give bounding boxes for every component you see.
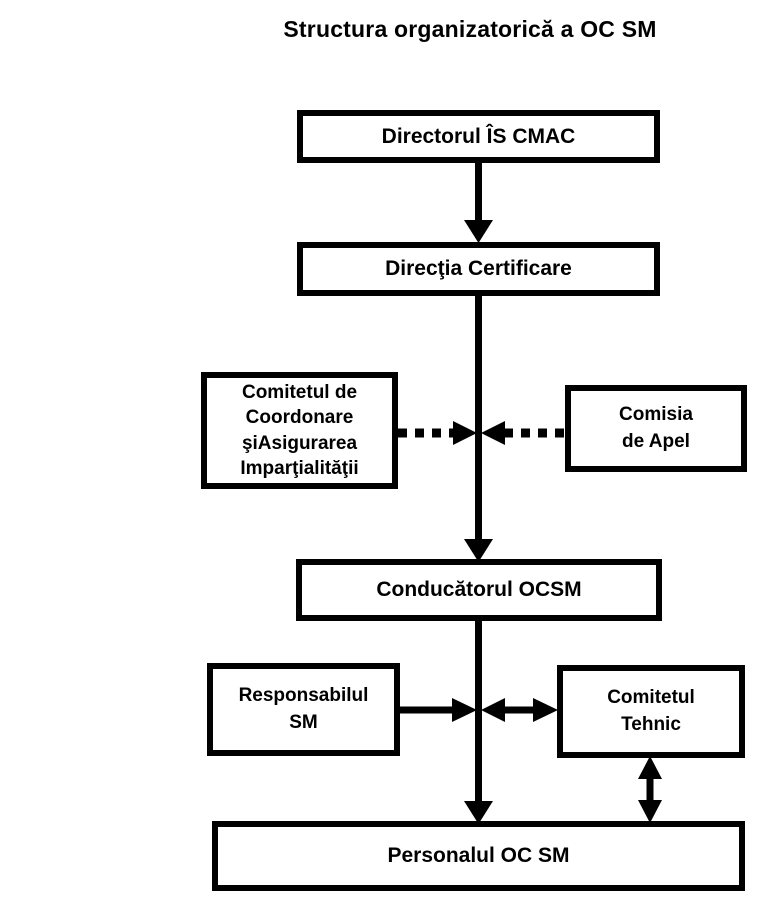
- node-label: Direcţia Certificare: [385, 257, 572, 280]
- node-label: Comitetul de Coordonare şiAsigurarea Imp…: [240, 382, 359, 479]
- edge-conducator-personal-arrow-down: [464, 801, 493, 824]
- node-label: Conducătorul OCSM: [376, 578, 582, 601]
- edge-directia-conducator-arrow-down: [464, 539, 493, 562]
- edge-coordonare-arrow-right: [453, 421, 477, 445]
- edge-tehnic-arrow-left: [481, 698, 505, 722]
- node-label: Comisia de Apel: [619, 403, 693, 452]
- chart-title: Structura organizatorică a OC SM: [283, 16, 657, 42]
- node-label: Comitetul Tehnic: [607, 686, 695, 735]
- node-directia-certificare: Direcţia Certificare: [297, 242, 660, 296]
- node-personalul-oc-sm: Personalul OC SM: [212, 821, 745, 891]
- node-comisia-de-apel: Comisia de Apel: [565, 385, 747, 472]
- node-label: Personalul OC SM: [387, 844, 570, 867]
- node-comitet-coordonare-impartialitate: Comitetul de Coordonare şiAsigurarea Imp…: [201, 372, 398, 489]
- node-conducatorul-ocsm: Conducătorul OCSM: [296, 559, 662, 621]
- node-directorul-is-cmac: Directorul ÎS CMAC: [297, 110, 660, 163]
- edge-tehnic-personal-arrow-up: [638, 756, 662, 779]
- node-comitetul-tehnic: Comitetul Tehnic: [557, 665, 745, 758]
- edge-responsabil-arrow-right: [452, 698, 477, 722]
- node-label: Responsabilul SM: [238, 684, 369, 733]
- node-responsabilul-sm: Responsabilul SM: [207, 663, 400, 756]
- edge-director-directia-arrow-down: [464, 220, 493, 243]
- edge-apel-arrow-left: [481, 421, 505, 445]
- node-label: Directorul ÎS CMAC: [381, 124, 576, 148]
- edge-tehnic-arrow-right: [533, 698, 558, 722]
- edge-tehnic-personal-arrow-down: [638, 800, 662, 823]
